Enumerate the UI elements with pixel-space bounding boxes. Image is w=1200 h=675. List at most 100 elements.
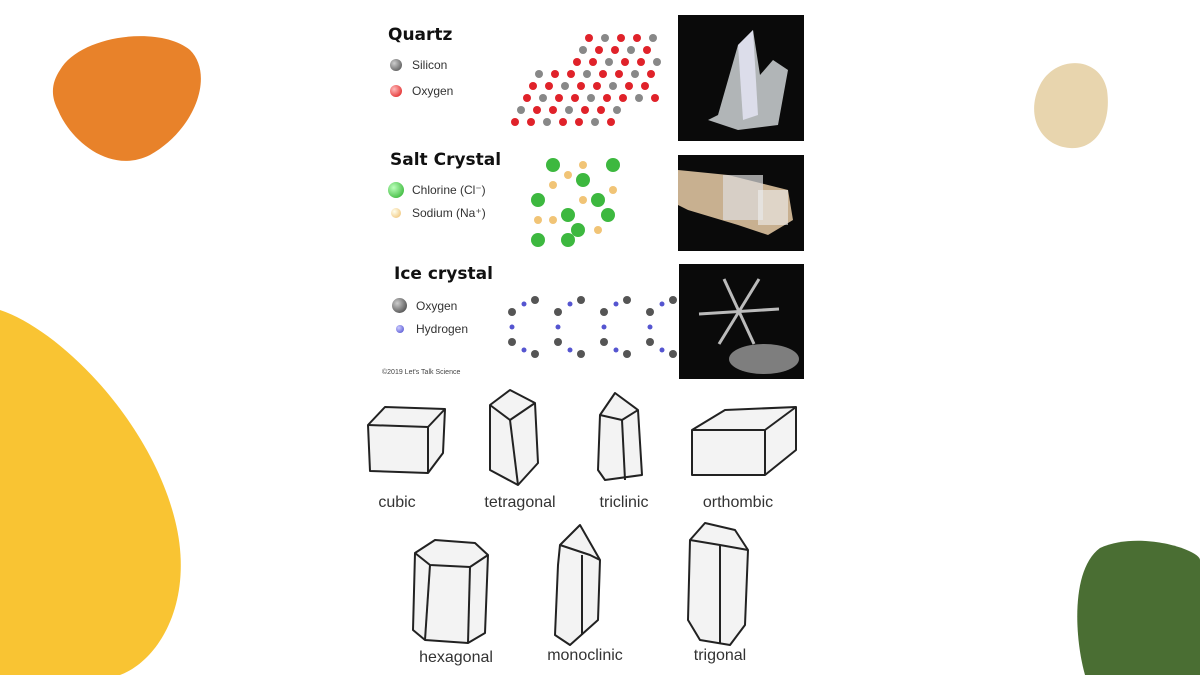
silicon-atom xyxy=(631,70,639,78)
quartz-photo xyxy=(678,15,804,141)
oxygen-atom xyxy=(633,34,641,42)
oxygen-atom xyxy=(617,34,625,42)
oxygen-atom xyxy=(511,118,519,126)
chlorine-atom xyxy=(561,208,575,222)
oxygen-atom xyxy=(597,106,605,114)
oxygen-atom xyxy=(581,106,589,114)
sodium-atom xyxy=(549,181,557,189)
hydrogen-legend-label: Hydrogen xyxy=(416,322,469,336)
silicon-atom xyxy=(601,34,609,42)
oxygen-atom xyxy=(555,94,563,102)
hydrogen-atom xyxy=(521,347,527,353)
oxygen-atom xyxy=(533,106,541,114)
chlorine-legend-icon xyxy=(388,182,404,198)
label-hexagonal: hexagonal xyxy=(419,649,493,666)
oxygen-atom xyxy=(577,82,585,90)
oxygen-atom xyxy=(637,58,645,66)
chlorine-atom xyxy=(561,233,575,247)
sodium-atom xyxy=(534,216,542,224)
oxygen-atom xyxy=(611,46,619,54)
label-tetragonal: tetragonal xyxy=(484,494,556,511)
ice-oxygen-atom xyxy=(623,296,631,304)
ice-title: Ice crystal xyxy=(394,264,493,284)
hydrogen-atom xyxy=(613,347,619,353)
sodium-atom xyxy=(564,171,572,179)
oxygen-atom xyxy=(559,118,567,126)
oxygen-atom xyxy=(607,118,615,126)
ice-oxygen-atom xyxy=(554,338,562,346)
hydrogen-atom xyxy=(659,347,665,353)
ice-oxygen-legend-icon xyxy=(392,298,407,313)
silicon-atom xyxy=(635,94,643,102)
salt-molecule-diagram xyxy=(531,158,620,247)
ice-oxygen-atom xyxy=(508,308,516,316)
silicon-atom xyxy=(605,58,613,66)
chlorine-atom xyxy=(546,158,560,172)
chlorine-atom xyxy=(576,173,590,187)
chlorine-atom xyxy=(531,193,545,207)
oxygen-atom xyxy=(527,118,535,126)
oxygen-atom xyxy=(567,70,575,78)
quartz-title: Quartz xyxy=(388,25,453,45)
oxygen-legend-label: Oxygen xyxy=(412,84,454,98)
oxygen-atom xyxy=(593,82,601,90)
oxygen-atom xyxy=(589,58,597,66)
salt-title: Salt Crystal xyxy=(390,150,502,170)
label-orthombic: orthombic xyxy=(702,494,774,511)
salt-photo xyxy=(678,155,804,251)
ice-oxygen-legend-label: Oxygen xyxy=(416,299,458,313)
oxygen-atom xyxy=(625,82,633,90)
chlorine-atom xyxy=(606,158,620,172)
oxygen-atom xyxy=(621,58,629,66)
ice-oxygen-atom xyxy=(646,308,654,316)
silicon-atom xyxy=(565,106,573,114)
hydrogen-atom xyxy=(601,324,607,330)
oxygen-atom xyxy=(545,82,553,90)
oxygen-atom xyxy=(549,106,557,114)
oxygen-atom xyxy=(643,46,651,54)
oxygen-atom xyxy=(647,70,655,78)
label-cubic: cubic xyxy=(378,494,416,511)
oxygen-atom xyxy=(599,70,607,78)
oxygen-atom xyxy=(603,94,611,102)
hydrogen-atom xyxy=(521,301,527,307)
sodium-atom xyxy=(609,186,617,194)
oxygen-atom xyxy=(575,118,583,126)
sodium-atom xyxy=(579,161,587,169)
ice-molecule-diagram xyxy=(508,296,677,358)
silicon-atom xyxy=(535,70,543,78)
oxygen-atom xyxy=(571,94,579,102)
oxygen-atom xyxy=(615,70,623,78)
hydrogen-atom xyxy=(647,324,653,330)
silicon-atom xyxy=(627,46,635,54)
ice-oxygen-atom xyxy=(577,350,585,358)
monoclinic-shape xyxy=(554,524,601,646)
silicon-atom xyxy=(587,94,595,102)
silicon-atom xyxy=(649,34,657,42)
hydrogen-atom xyxy=(567,347,573,353)
oxygen-legend-icon xyxy=(390,85,402,97)
silicon-legend-icon xyxy=(390,59,402,71)
sodium-legend-label: Sodium (Na⁺) xyxy=(412,206,486,220)
oxygen-atom xyxy=(595,46,603,54)
silicon-legend-label: Silicon xyxy=(412,58,448,72)
chlorine-legend-label: Chlorine (Cl⁻) xyxy=(412,183,486,197)
oxygen-atom xyxy=(551,70,559,78)
ice-oxygen-atom xyxy=(669,350,677,358)
ice-oxygen-atom xyxy=(623,350,631,358)
sodium-atom xyxy=(579,196,587,204)
sodium-atom xyxy=(549,216,557,224)
triclinic-shape xyxy=(597,392,643,481)
ice-oxygen-atom xyxy=(600,308,608,316)
hydrogen-atom xyxy=(659,301,665,307)
hydrogen-atom xyxy=(613,301,619,307)
orthombic-shape xyxy=(691,406,797,476)
hydrogen-atom xyxy=(509,324,515,330)
silicon-atom xyxy=(609,82,617,90)
hydrogen-legend-icon xyxy=(396,325,404,333)
hexagonal-shape xyxy=(412,539,489,644)
label-triclinic: triclinic xyxy=(599,494,649,511)
hydrogen-atom xyxy=(567,301,573,307)
oxygen-atom xyxy=(641,82,649,90)
